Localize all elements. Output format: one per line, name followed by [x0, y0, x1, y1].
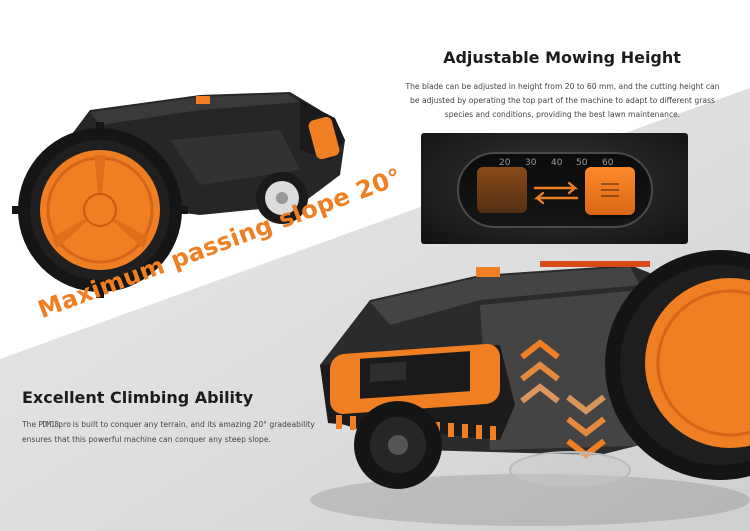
climb-section-title: Excellent Climbing Ability: [22, 388, 254, 407]
climb-desc-suffix: is built to conquer any terrain, and its…: [22, 420, 315, 444]
dial-tick: 30: [525, 158, 537, 168]
dial-tick: 50: [576, 158, 588, 168]
height-slider-ghost: [477, 167, 527, 213]
dial-tick: 40: [551, 158, 563, 168]
dial-tick: 20: [499, 158, 511, 168]
slider-grip-line: [601, 195, 619, 197]
model-name: PDM18pro: [38, 420, 71, 429]
climb-section-description: The PDM18pro is built to conquer any ter…: [22, 418, 322, 447]
slider-grip-line: [601, 189, 619, 191]
swap-arrows-icon: [533, 181, 579, 205]
slider-grip-line: [601, 183, 619, 185]
height-section-description: The blade can be adjusted in height from…: [405, 82, 720, 119]
height-section-title: Adjustable Mowing Height: [443, 48, 681, 67]
mower-front-image: [310, 250, 750, 526]
height-slider-knob: [585, 167, 635, 215]
climb-desc-prefix: The: [22, 420, 39, 429]
dial-tick: 60: [602, 158, 614, 168]
mower-slope-image: [12, 92, 345, 298]
